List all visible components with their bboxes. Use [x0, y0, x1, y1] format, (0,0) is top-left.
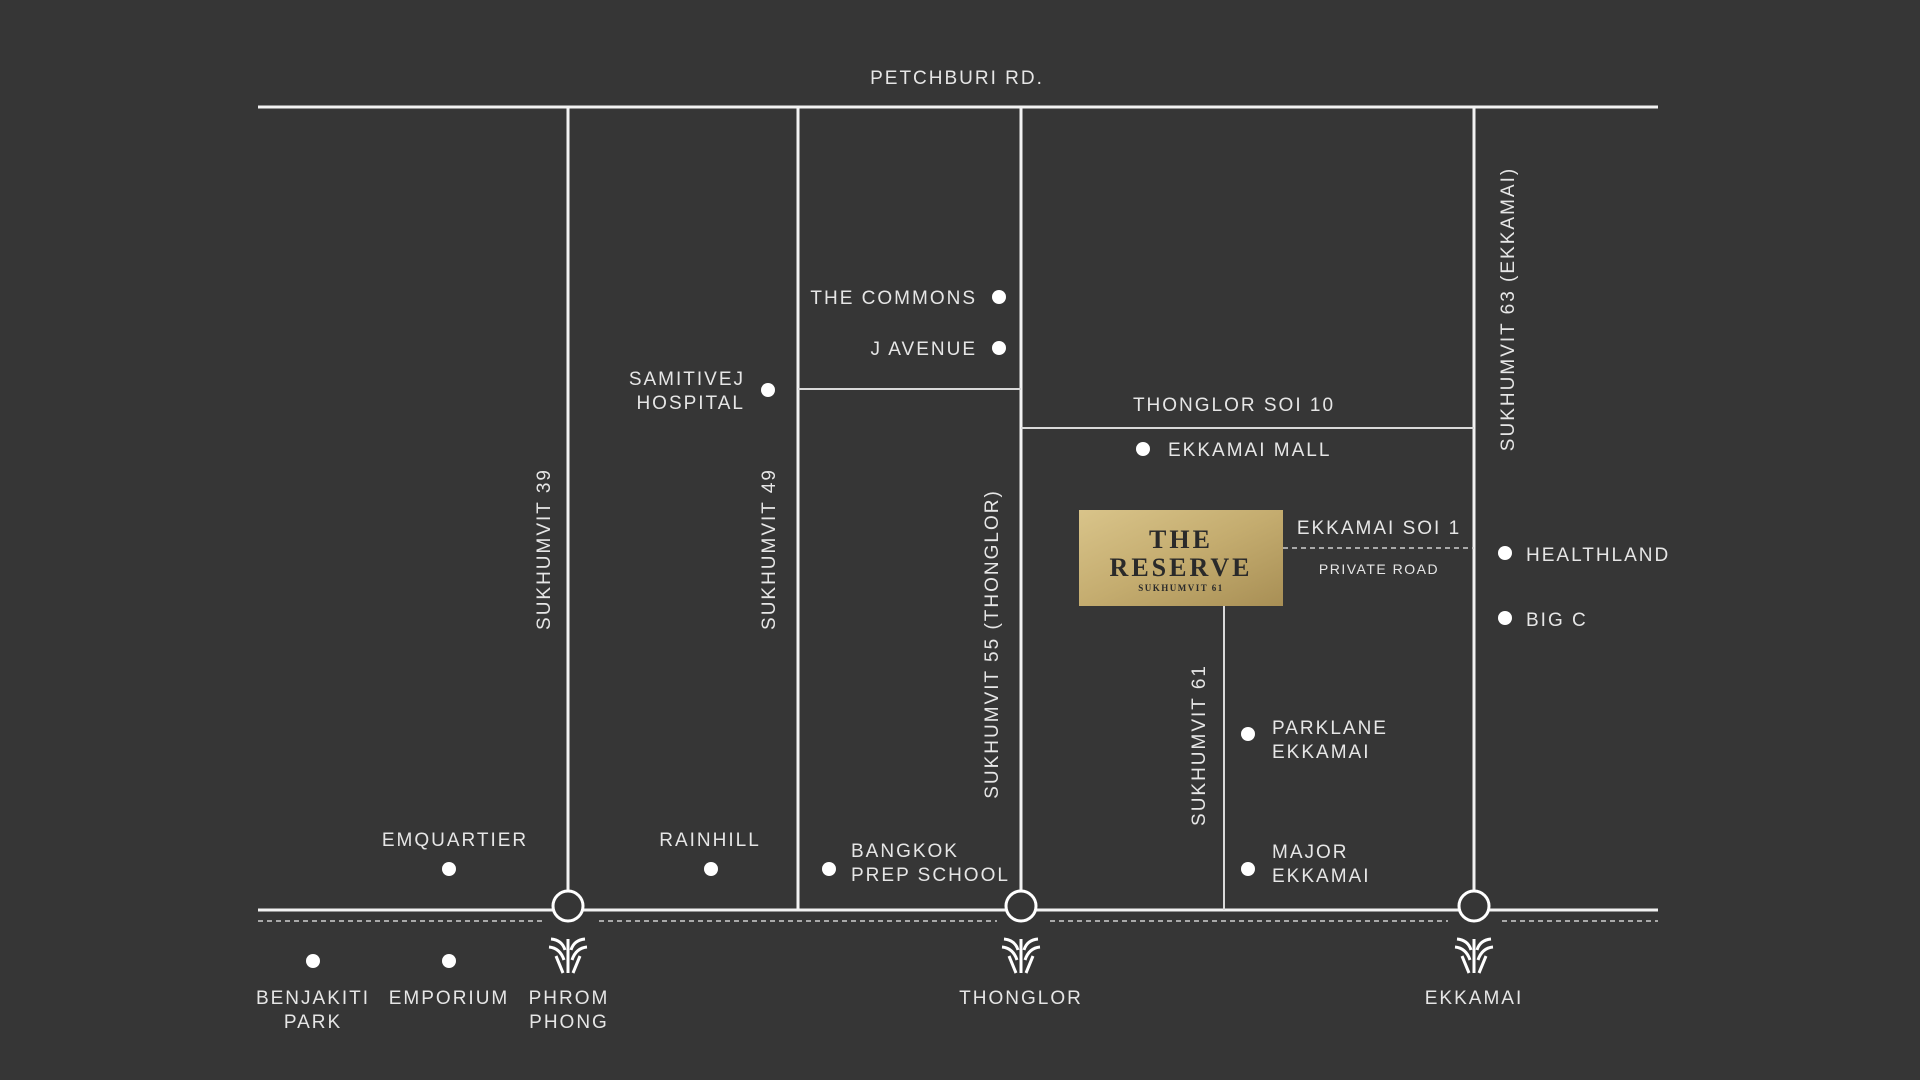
label-ekkamai-station: EKKAMAI: [1425, 988, 1523, 1009]
label-private-road: PRIVATE ROAD: [1319, 561, 1439, 577]
station-circle-thonglor: [1004, 889, 1038, 923]
label-phrom-phong-2: PHONG: [529, 1012, 609, 1033]
bts-station-icon: [1453, 937, 1495, 975]
dot-rainhill: [704, 862, 718, 876]
label-phrom-phong-1: PHROM: [529, 988, 610, 1009]
dot-samitivej: [761, 383, 775, 397]
project-logo-box: [1079, 510, 1283, 606]
bts-station-icon: [547, 937, 589, 975]
project-title-the: THE: [1149, 525, 1213, 554]
label-parklane-1: PARKLANE: [1272, 718, 1388, 739]
dot-ekkamai-mall: [1136, 442, 1150, 456]
label-sukhumvit-49: SUKHUMVIT 49: [759, 468, 780, 630]
dot-major: [1241, 862, 1255, 876]
dot-benjakiti: [306, 954, 320, 968]
label-sukhumvit-63: SUKHUMVIT 63 (EKKAMAI): [1498, 167, 1519, 451]
dot-the-commons: [992, 290, 1006, 304]
station-circle-phrom-phong: [551, 889, 585, 923]
label-major-1: MAJOR: [1272, 842, 1349, 863]
dot-bangkok-prep: [822, 862, 836, 876]
dot-emporium: [442, 954, 456, 968]
label-bangkok-prep-1: BANGKOK: [851, 841, 959, 862]
label-thonglor-station: THONGLOR: [959, 988, 1083, 1009]
label-benjakiti-1: BENJAKITI: [256, 988, 370, 1009]
label-thonglor-soi-10: THONGLOR SOI 10: [1133, 395, 1335, 416]
project-title-reserve: RESERVE: [1110, 553, 1253, 582]
label-ekkamai-mall: EKKAMAI MALL: [1168, 440, 1331, 461]
label-sukhumvit-61: SUKHUMVIT 61: [1189, 664, 1210, 826]
dot-emquartier: [442, 862, 456, 876]
dot-healthland: [1498, 546, 1512, 560]
label-big-c: BIG C: [1526, 610, 1588, 631]
label-samitivej-2: HOSPITAL: [636, 393, 745, 414]
project-logo: THE RESERVE SUKHUMVIT 61: [1079, 510, 1283, 606]
dot-big-c: [1498, 611, 1512, 625]
project-subtitle: SUKHUMVIT 61: [1138, 583, 1224, 593]
label-emporium: EMPORIUM: [389, 988, 510, 1009]
label-ekkamai-soi-1: EKKAMAI SOI 1: [1297, 518, 1461, 539]
bts-station-icon: [1000, 937, 1042, 975]
label-major-2: EKKAMAI: [1272, 866, 1370, 887]
dot-parklane: [1241, 727, 1255, 741]
label-samitivej-1: SAMITIVEJ: [629, 369, 745, 390]
label-petchburi: PETCHBURI RD.: [870, 68, 1044, 89]
dot-j-avenue: [992, 341, 1006, 355]
label-sukhumvit-39: SUKHUMVIT 39: [534, 468, 555, 630]
label-j-avenue: J AVENUE: [871, 339, 977, 360]
label-parklane-2: EKKAMAI: [1272, 742, 1370, 763]
label-emquartier: EMQUARTIER: [382, 830, 528, 851]
label-benjakiti-2: PARK: [284, 1012, 342, 1033]
label-the-commons: THE COMMONS: [810, 288, 977, 309]
label-healthland: HEALTHLAND: [1526, 545, 1670, 566]
road-network: [258, 105, 1658, 912]
label-bangkok-prep-2: PREP SCHOOL: [851, 865, 1010, 886]
label-rainhill: RAINHILL: [659, 830, 761, 851]
label-sukhumvit-55: SUKHUMVIT 55 (THONGLOR): [982, 489, 1003, 799]
station-circle-ekkamai: [1457, 889, 1491, 923]
